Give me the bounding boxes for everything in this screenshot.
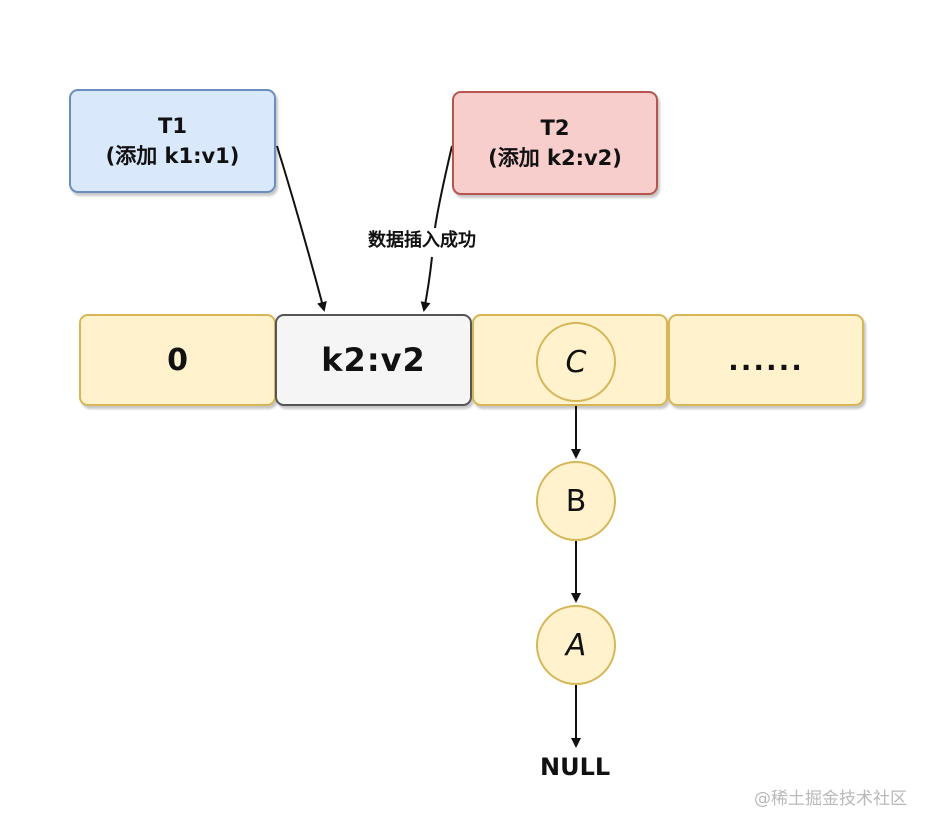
list-node-b: B [536, 461, 616, 541]
thread-t1-title: T1 [158, 114, 187, 138]
bucket-ellipsis: ...... [668, 314, 864, 406]
thread-t2-box: T2 (添加 k2:v2) [452, 91, 658, 195]
watermark: @稀土掘金技术社区 [754, 789, 907, 809]
list-node-c: C [536, 322, 616, 402]
bucket-0: 0 [79, 314, 276, 406]
t1-to-bucket-arrow [276, 145, 327, 312]
thread-t2-action: (添加 k2:v2) [488, 146, 622, 170]
thread-t1-box: T1 (添加 k1:v1) [69, 89, 276, 193]
thread-t2-title: T2 [540, 116, 570, 140]
insert-success-label: 数据插入成功 [368, 228, 476, 254]
bucket-1-occupied: k2:v2 [275, 314, 472, 406]
thread-t1-action: (添加 k1:v1) [105, 144, 240, 168]
null-terminator: NULL [540, 753, 611, 781]
list-node-a: A [536, 605, 616, 685]
